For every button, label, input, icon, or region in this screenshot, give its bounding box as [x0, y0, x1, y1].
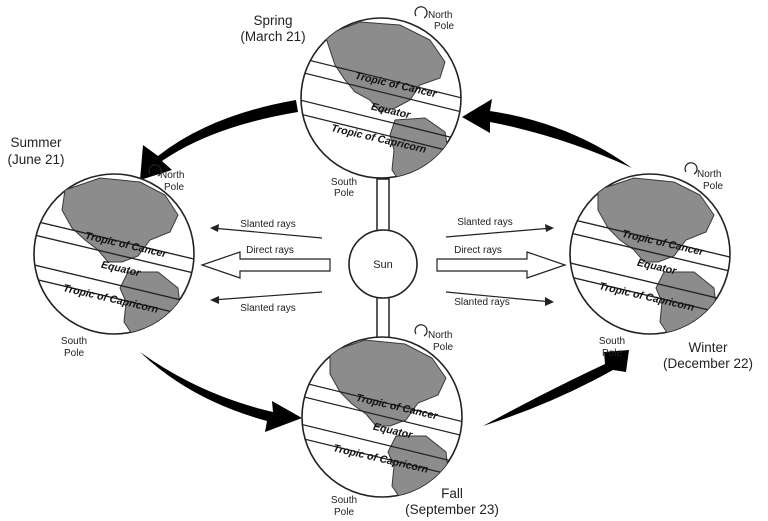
sun-group: Sun — [348, 178, 418, 347]
ray-arrowhead — [210, 224, 219, 232]
season-spring-date: (March 21) — [240, 29, 305, 44]
north-pole-rotation-icon — [414, 324, 428, 337]
north-pole-label: North — [428, 330, 452, 341]
north-pole-rotation-icon — [148, 164, 162, 177]
pole-line1: North — [428, 10, 452, 21]
slanted-ray-right-bottom — [445, 291, 553, 303]
direct-rays-label-left: Direct rays — [246, 245, 294, 256]
season-winter-name: Winter — [688, 340, 728, 355]
south-pole-label-line2: Pole — [334, 507, 354, 518]
season-fall-date: (September 23) — [405, 502, 499, 517]
slanted-rays-label-right-top: Slanted rays — [457, 217, 513, 228]
slanted-ray-left-top — [211, 227, 323, 239]
north-pole-label: North — [697, 169, 721, 180]
south-pole-label: South — [599, 336, 625, 347]
season-fall-name: Fall — [441, 486, 463, 501]
axis-bar-top — [376, 178, 390, 236]
slanted-rays-label-left-bottom: Slanted rays — [240, 303, 296, 314]
season-summer-date: (June 21) — [7, 152, 64, 167]
south-pole-label: South — [331, 177, 357, 188]
orbit-arrow-fall-to-winter — [483, 350, 629, 426]
south-pole-label: South — [61, 336, 87, 347]
north-pole-label-line2: Pole — [164, 182, 184, 193]
globe-bands — [570, 217, 730, 317]
ray-arrowhead — [545, 297, 554, 306]
ray-arrowhead — [545, 224, 554, 232]
north-pole-label: North — [160, 170, 184, 181]
north-pole-rotation-icon — [684, 162, 698, 175]
north-pole-label: North — [428, 10, 452, 21]
globe-land — [324, 21, 449, 178]
ray-arrowhead — [210, 296, 219, 304]
south-pole-label-line2: Pole — [64, 348, 84, 359]
orbit-arrows — [140, 99, 632, 432]
direct-rays-label-right: Direct rays — [454, 245, 502, 256]
slanted-rays-label-left-top: Slanted rays — [240, 219, 296, 230]
orbit-arrow-spring-to-summer — [140, 100, 298, 180]
globe-spring: Tropic of Cancer Equator Tropic of Capri… — [240, 6, 462, 199]
south-pole-label: South — [331, 495, 357, 506]
season-spring-name: Spring — [253, 13, 292, 28]
slanted-rays-label-right-bottom: Slanted rays — [454, 297, 510, 308]
globe-summer: Tropic of Cancer Equator Tropic of Capri… — [7, 135, 195, 359]
globe-land — [61, 177, 181, 334]
season-winter-date: (December 22) — [663, 356, 753, 371]
north-pole-label-line2: Pole — [433, 342, 453, 353]
north-pole-rotation-icon — [414, 6, 428, 19]
season-summer-name: Summer — [10, 135, 62, 150]
south-pole-label-line2: Pole — [334, 188, 354, 199]
direct-ray-arrow-right — [436, 251, 567, 279]
sun-label: Sun — [373, 259, 393, 271]
rays: Slanted rays Direct rays Slanted rays Sl… — [200, 217, 567, 314]
globe-fall: Tropic of Cancer Equator Tropic of Capri… — [301, 324, 499, 518]
orbit-arrow-summer-to-fall — [140, 352, 302, 432]
orbit-arrow-winter-to-spring — [462, 99, 632, 168]
slanted-ray-left-bottom — [211, 291, 323, 301]
slanted-ray-right-top — [445, 227, 553, 238]
sun — [348, 229, 418, 299]
north-pole-label-line2: Pole — [434, 21, 454, 32]
globe-winter: Tropic of Cancer Equator Tropic of Capri… — [569, 162, 753, 371]
south-pole-label-line2: Pole — [602, 348, 622, 359]
north-pole-label-line2: Pole — [703, 181, 723, 192]
direct-ray-arrow-left — [200, 251, 331, 279]
